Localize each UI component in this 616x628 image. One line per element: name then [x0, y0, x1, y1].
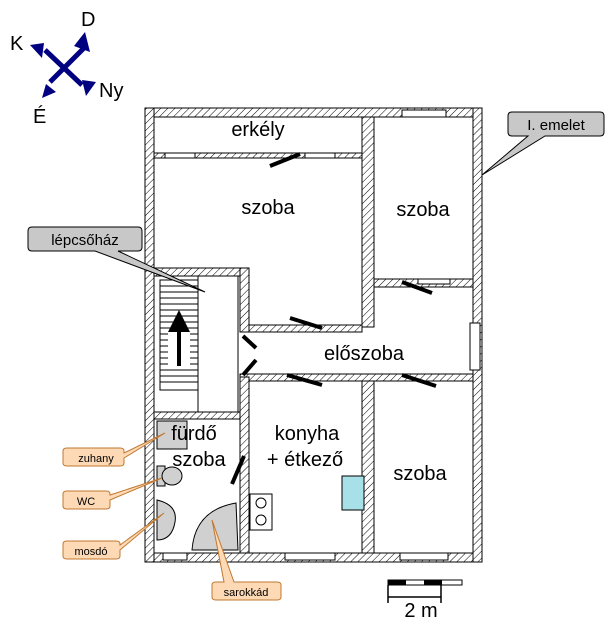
scale-bar: 2 m: [387, 579, 463, 622]
compass-east-label: Ny: [99, 80, 123, 102]
sink-label: mosdó: [74, 546, 107, 558]
stair-landing: [197, 275, 239, 413]
compass-west-label: K: [10, 33, 24, 55]
callout-stairwell: lépcsőház: [27, 226, 206, 293]
hall-label: előszoba: [324, 343, 405, 365]
kitchen-fixtures: [249, 475, 365, 531]
callout-sink: mosdó: [62, 512, 165, 560]
shower-label: zuhany: [78, 453, 114, 465]
doors: [230, 152, 437, 485]
main-room-label: szoba: [241, 197, 295, 219]
kitchen-label-line2: + étkező: [267, 449, 343, 471]
balcony-label: erkély: [231, 119, 284, 141]
se-room-label: szoba: [393, 463, 447, 485]
wall-hall-bottom: [239, 373, 474, 382]
wc-bowl: [161, 466, 183, 486]
wall-central-upper: [361, 116, 375, 328]
kitchen-label-line1: konyha: [275, 423, 340, 445]
callout-tub: sarokkád: [211, 519, 282, 601]
bath-label-line2: szoba: [172, 449, 226, 471]
bath-label-line1: fürdő: [171, 423, 217, 445]
floor-label: I. emelet: [527, 117, 585, 134]
staircase: [159, 279, 199, 391]
ne-room-label: szoba: [396, 199, 450, 221]
north-arrow-icon: [74, 32, 90, 52]
wall-hall-top: [239, 324, 363, 333]
stairwell-label: lépcsőház: [51, 232, 119, 249]
kitchen-sink: [341, 475, 365, 511]
bathroom-fixtures: [156, 420, 239, 551]
wall-bath-top: [153, 411, 241, 420]
scale-label: 2 m: [404, 600, 437, 622]
wall-west: [144, 107, 155, 563]
corner-tub: [191, 502, 239, 551]
compass-south-label: É: [33, 105, 46, 128]
compass-rose: D K Ny É: [10, 9, 123, 128]
callout-shower: zuhany: [62, 432, 166, 467]
south-arrow-icon: [42, 84, 56, 98]
callout-floor: I. emelet: [481, 111, 605, 176]
west-arrow-icon: [30, 43, 44, 58]
east-arrow-icon: [82, 80, 96, 96]
wc-label: WC: [77, 496, 95, 508]
wall-central-lower: [361, 376, 375, 554]
compass-north-label: D: [81, 9, 95, 31]
tub-label: sarokkád: [224, 587, 269, 599]
wall-stair-right: [239, 267, 250, 333]
sink-fixture: [156, 499, 176, 541]
callout-wc: WC: [62, 477, 163, 510]
windows: [162, 109, 481, 561]
